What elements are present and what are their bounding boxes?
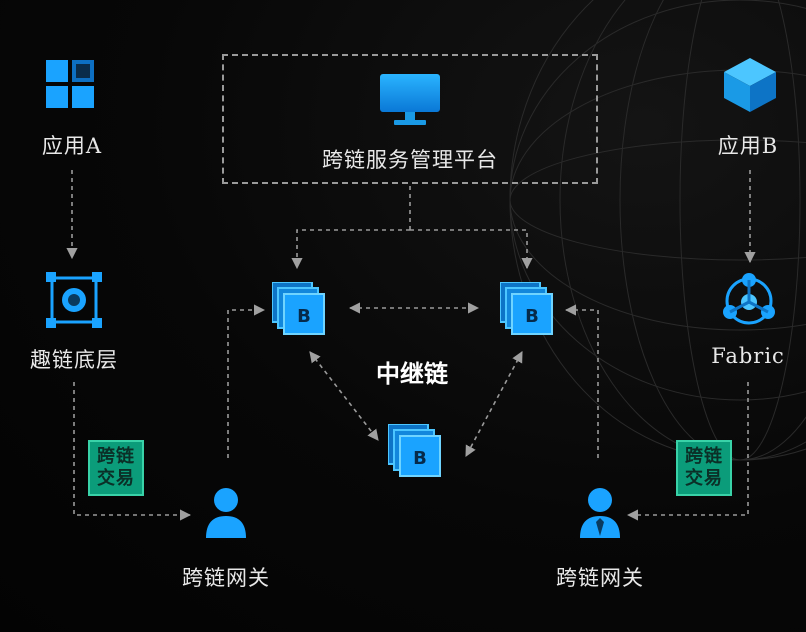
monitor-icon <box>380 74 440 125</box>
arrow-mgmt-to-left-node <box>291 229 410 270</box>
arrow-mgmt-to-right-node <box>410 229 533 270</box>
cross-chain-tx-badge-right: 跨链 交易 <box>676 440 732 496</box>
app-b-label: 应用B <box>717 134 779 158</box>
badge-line-1: 跨链 <box>97 446 135 467</box>
relay-node-top-right: B <box>500 282 553 335</box>
arrow-relay-right-diag <box>465 351 523 457</box>
chip-node-icon <box>46 272 102 328</box>
badge-line-1: 跨链 <box>685 446 723 467</box>
base-chain-label: 趣链底层 <box>30 348 118 372</box>
gateway-left-label: 跨链网关 <box>182 566 270 590</box>
management-platform-box <box>222 54 598 184</box>
fabric-label: Fabric <box>711 344 785 368</box>
arrow-basechain-to-gateway <box>73 382 192 521</box>
badge-line-2: 交易 <box>685 468 723 489</box>
user-icon <box>206 488 246 538</box>
user-tie-icon <box>580 488 620 538</box>
badge-line-2: 交易 <box>97 468 135 489</box>
relay-node-bottom: B <box>388 424 441 477</box>
relay-node-letter: B <box>413 448 427 469</box>
relay-node-letter: B <box>297 306 311 327</box>
relay-node-letter: B <box>525 306 539 327</box>
management-platform-label: 跨链服务管理平台 <box>322 148 498 172</box>
cross-chain-tx-badge-left: 跨链 交易 <box>88 440 144 496</box>
cube-icon <box>724 58 776 112</box>
arrow-gateway-to-relay-right <box>564 304 599 458</box>
relay-chain-label: 中继链 <box>376 360 448 388</box>
relay-node-top-left: B <box>272 282 325 335</box>
arrow-gateway-to-relay-left <box>227 304 266 458</box>
arrow-relay-left-diag <box>309 351 379 441</box>
grid-app-icon <box>46 60 94 108</box>
gateway-right-label: 跨链网关 <box>556 566 644 590</box>
network-cluster-icon <box>723 273 775 325</box>
app-a-label: 应用A <box>41 134 103 158</box>
